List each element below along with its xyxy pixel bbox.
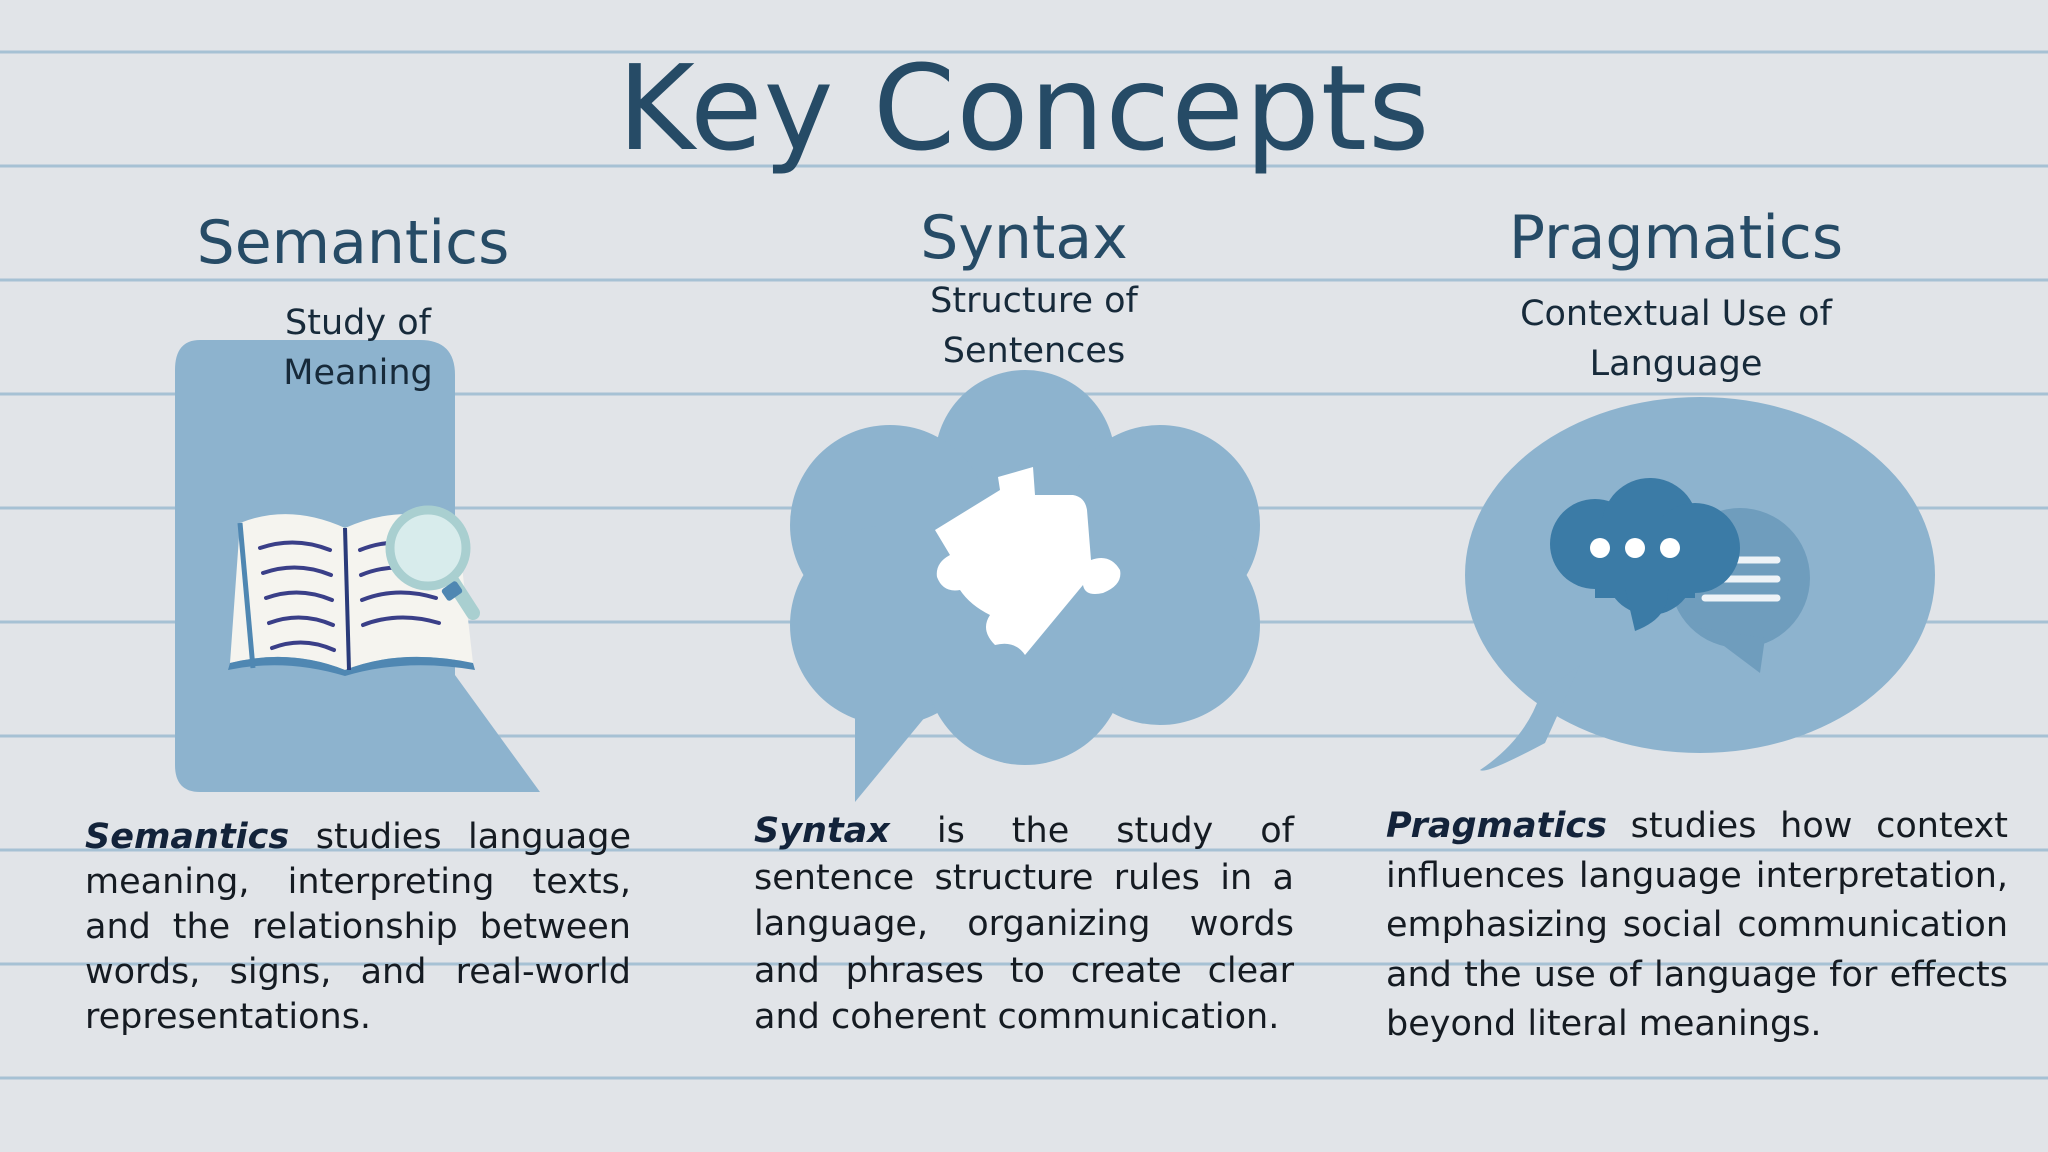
syntax-description: Syntax is the study of sentence structur… (754, 808, 1294, 1041)
syntax-description-text: is the study of sentence structure rules… (754, 811, 1294, 1037)
semantics-subtitle-line: Study of (285, 303, 431, 343)
open-book-with-magnifier-icon (228, 505, 480, 676)
pragmatics-subtitle-line: Language (1589, 344, 1763, 384)
syntax-subtitle: Structure of Sentences (884, 276, 1184, 376)
pragmatics-subtitle: Contextual Use of Language (1476, 289, 1876, 389)
puzzle-piece-icon (935, 467, 1121, 655)
semantics-description: Semantics studies language meaning, inte… (85, 815, 631, 1040)
semantics-description-text: studies language meaning, interpreting t… (85, 817, 631, 1037)
pragmatics-heading: Pragmatics (1508, 203, 1844, 273)
syntax-heading: Syntax (920, 203, 1128, 273)
semantics-subtitle: Study of Meaning (258, 298, 458, 398)
semantics-term: Semantics (85, 817, 290, 857)
pragmatics-term: Pragmatics (1386, 806, 1607, 846)
syntax-subtitle-line: Sentences (942, 331, 1126, 371)
syntax-subtitle-line: Structure of (930, 281, 1138, 321)
pragmatics-description-text: studies how context influences language … (1386, 806, 2008, 1044)
semantics-subtitle-line: Meaning (283, 353, 433, 393)
semantics-heading: Semantics (196, 208, 510, 278)
pragmatics-description: Pragmatics studies how context influence… (1386, 802, 2008, 1050)
chat-bubbles-icon (1550, 478, 1810, 673)
slide-title: Key Concepts (617, 39, 1431, 177)
syntax-term: Syntax (754, 811, 890, 851)
pragmatics-subtitle-line: Contextual Use of (1520, 294, 1832, 334)
